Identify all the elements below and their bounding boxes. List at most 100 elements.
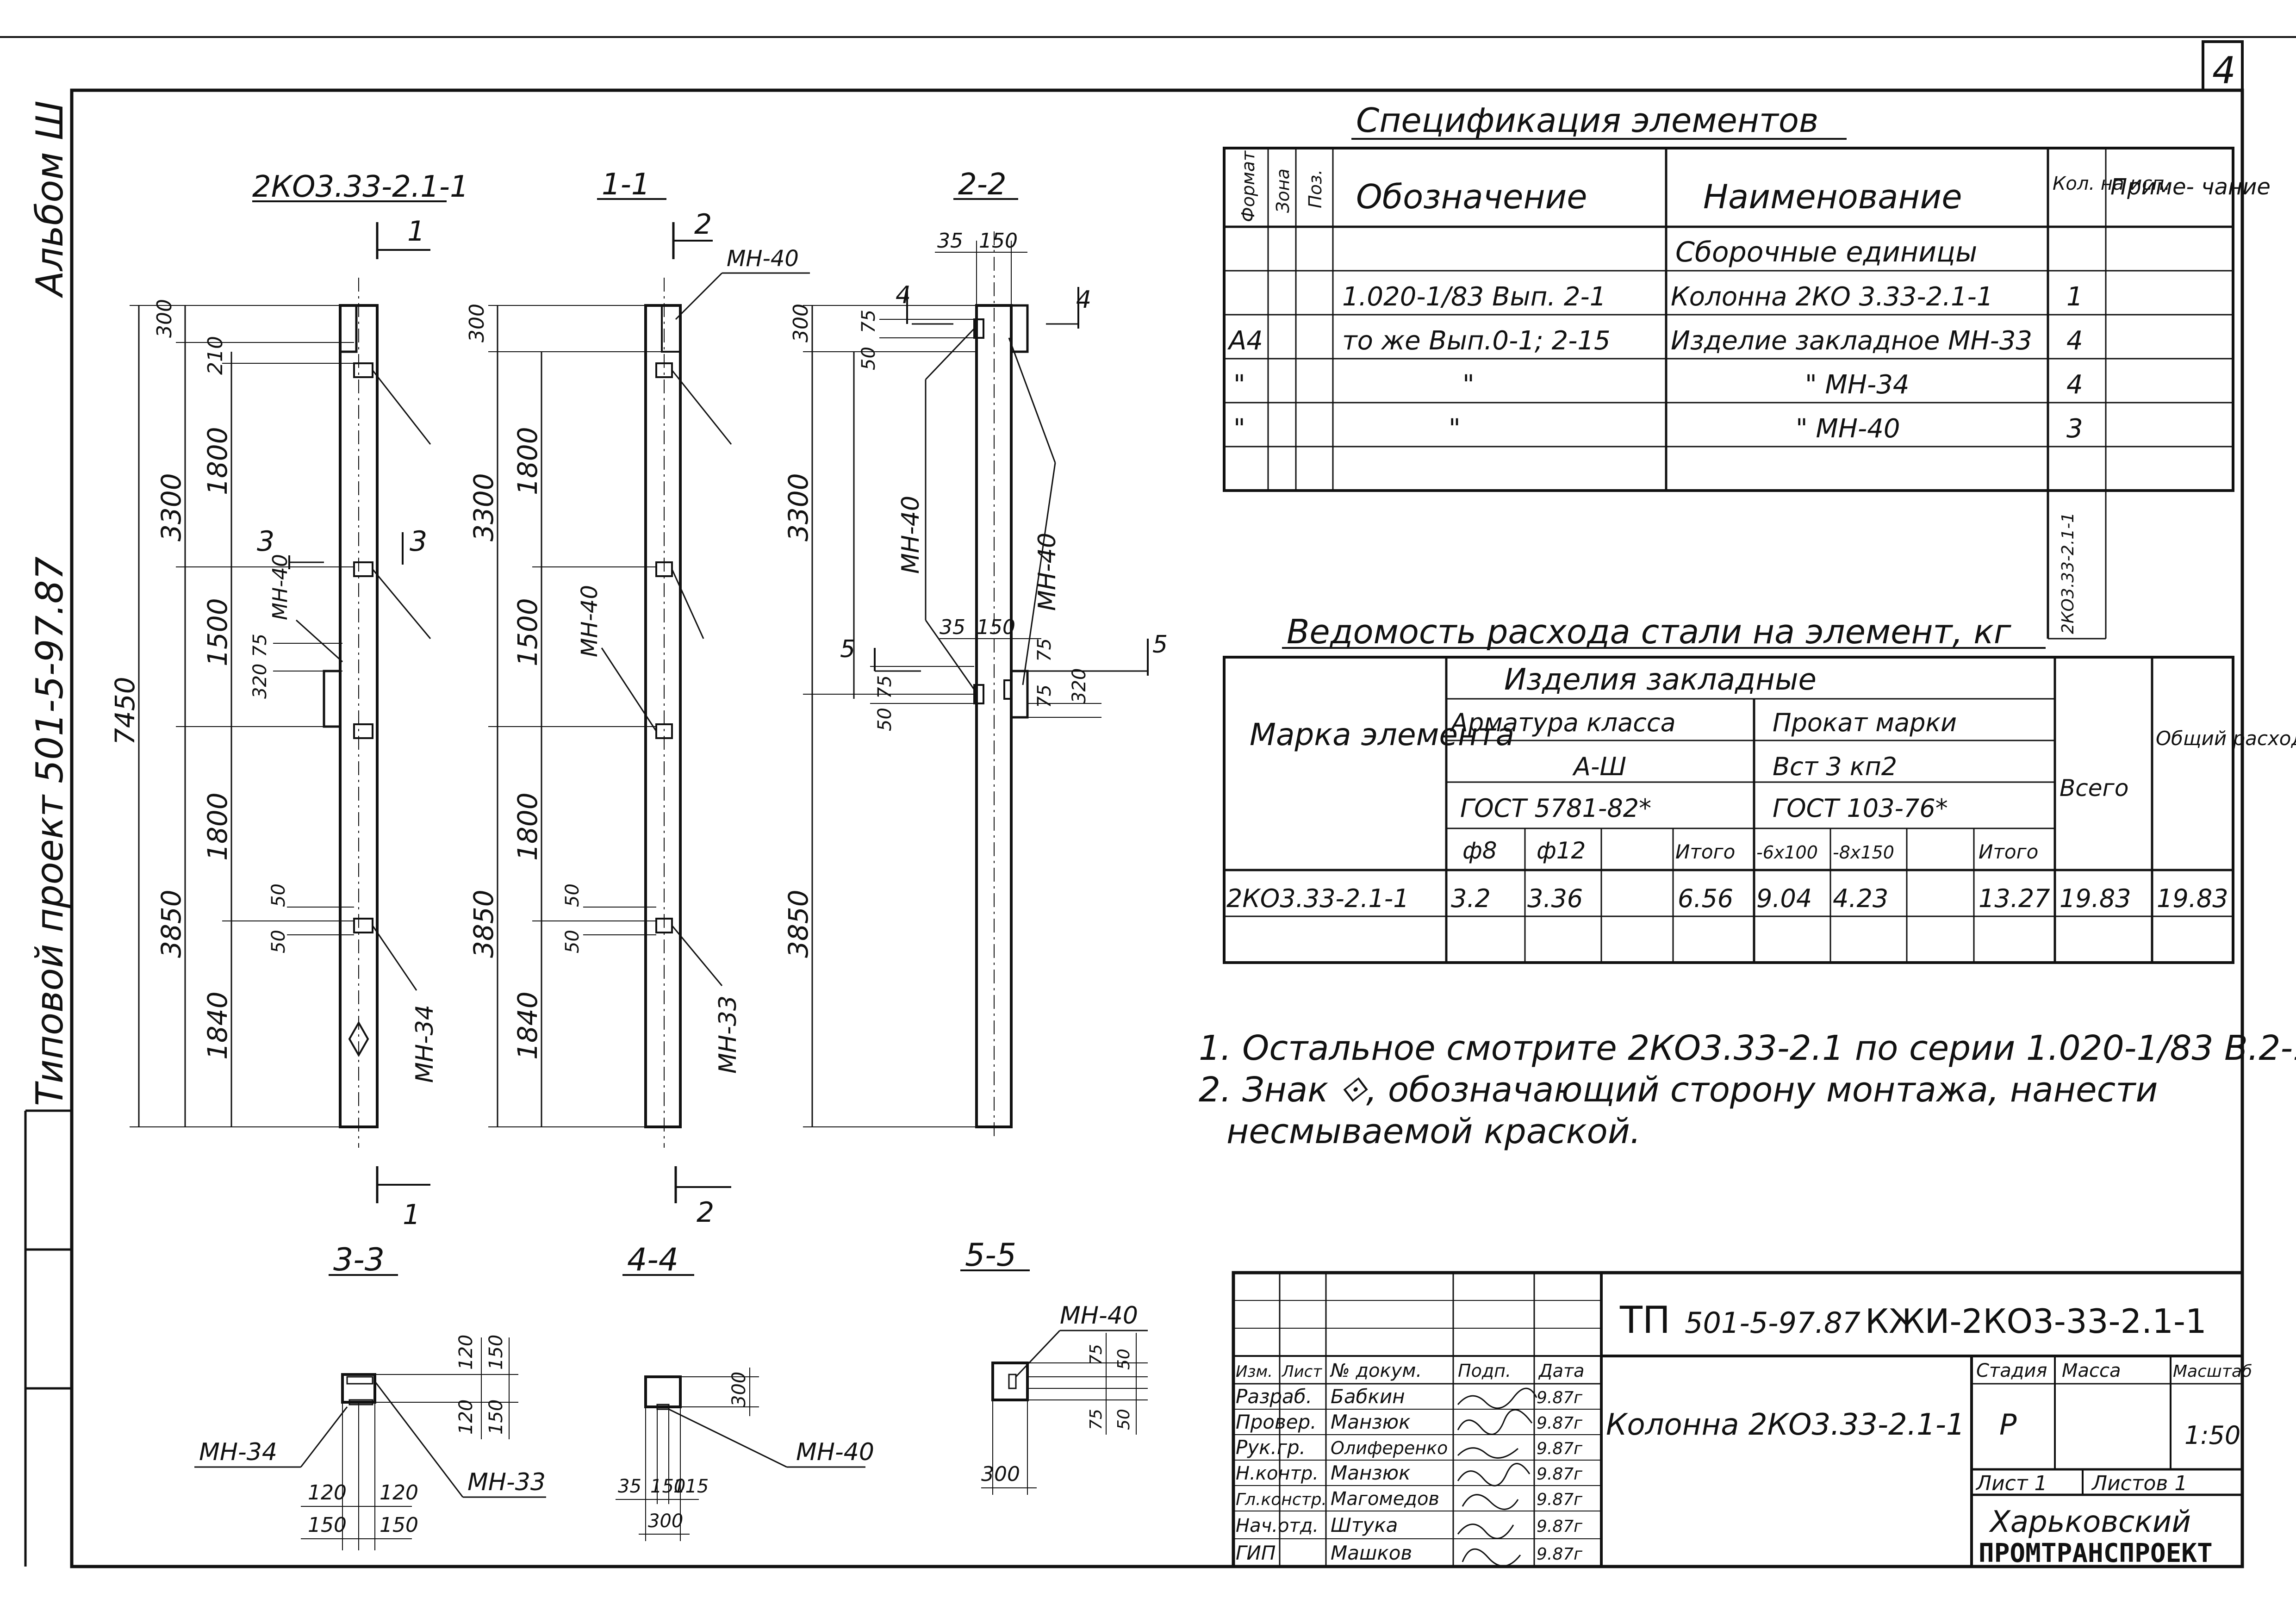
dim-label: 1800 [202,427,233,495]
tb-code-mid: 501-5-97.87 [1685,1306,1860,1340]
spec-cell: " [1233,370,1245,400]
spec-cell: 1.020-1/83 Вып. 2-1 [1342,282,1606,312]
spec-header-pos: Поз. [1305,169,1325,208]
elevation-c: 2-2 35 150 300 75 50 3300 3850 4 4 [783,168,1168,1138]
spec-vertical-label: 2КО3.33-2.1-1 [2059,512,2078,634]
cut-label-5-right: 5 [1152,631,1168,659]
dim-label: 3300 [156,473,187,541]
signature-mark [1462,1494,1519,1510]
side-project-label: Типовой проект 501-5-97.87 [28,556,71,1106]
tb-code-prefix: ТП [1619,1299,1670,1342]
section-5-title: 5-5 [965,1237,1016,1274]
dim-label: 120 [308,1481,347,1505]
dim-label: 75 [858,310,879,333]
tb-scale-h: Масштаб [2173,1362,2252,1381]
dim-label: 115 [673,1476,709,1497]
section-4-4: 4-4 300 35 150 115 300 МН-40 [616,1242,874,1541]
tb-date: 9.87г [1537,1545,1583,1564]
section-3-title: 3-3 [333,1242,385,1278]
spec-header-note: Приме- чание [2110,174,2271,200]
dim-label: 75 [1034,638,1055,662]
signature-mark [1457,1463,1531,1486]
embedded-plate [353,561,373,577]
spec-cell: " [1449,414,1461,444]
dim-label: 120 [380,1481,418,1505]
dim-label: 3300 [468,473,499,541]
signature-mark [1457,1387,1537,1409]
dim-label: 150 [977,616,1015,639]
tb-role: ГИП [1236,1542,1276,1564]
dim-label: 1800 [512,792,543,861]
title-block: Изм. Лист № докум. Подп. Дата Разраб. Ба… [1232,1271,2252,1568]
section-3-3: 3-3 120 150 120 150 120 120 150 150 МН-3… [194,1242,546,1550]
embedded-part-label: МН-34 [199,1438,277,1466]
tb-date: 9.87г [1537,1490,1583,1509]
tb-mass-h: Масса [2062,1360,2121,1381]
elevation-a-title: 2КО3.33-2.1-1 [252,170,469,204]
steel-header-embedded: Изделия закладные [1504,663,1817,697]
tb-person: Манзюк [1331,1461,1411,1484]
dim-label: 300 [728,1372,750,1407]
mounting-side-sign-icon [348,1020,369,1057]
spec-header-qty: Кол. на исп. [2053,173,2170,194]
tb-org-1: Харьковский [1989,1505,2191,1539]
dim-label: 300 [153,299,176,338]
spec-cell: " [1462,370,1475,400]
signature-mark [1457,1447,1518,1459]
embedded-part-label: МН-40 [796,1438,874,1466]
embedded-part-label: МН-33 [714,995,742,1074]
dim-label: 35 [618,1476,641,1497]
steel-header-mark: Марка элемента [1250,717,1514,752]
dim-label: 150 [485,1399,507,1435]
cut-label-3-right: 3 [410,525,427,558]
cut-label-1-top: 1 [407,215,425,248]
embedded-plate [353,723,373,739]
embedded-part-label: МН-33 [467,1468,546,1496]
steel-header-overall: Общий расход [2156,727,2296,750]
steel-row-d8: 3.2 [1451,884,1491,913]
steel-title: Ведомость расхода стали на элемент, кг [1287,612,2012,651]
dim-label: 320 [1069,668,1090,703]
dim-label: 75 [1087,1409,1106,1430]
steel-table: Ведомость расхода стали на элемент, кг М… [1223,612,2296,964]
dim-label: 50 [268,930,289,953]
embedded-plate [353,362,373,378]
sheet-number: 4 [2212,49,2236,92]
steel-row-subtotal2: 13.27 [1979,884,2050,913]
signature-mark [1457,1524,1514,1539]
dim-label: 300 [465,304,489,342]
spec-cell: то же Вып.0-1; 2-15 [1342,326,1611,356]
dim-label: 300 [981,1462,1020,1486]
steel-header-d12: ф12 [1537,837,1586,864]
dim-label: 75 [874,675,896,699]
tb-role: Н.контр. [1236,1463,1319,1484]
steel-header-mark-text: Марка элемента [1250,717,1514,752]
tb-date: 9.87г [1537,1388,1583,1407]
spec-cell: Изделие закладное МН-33 [1671,326,2032,356]
dim-label: 50 [1114,1349,1133,1370]
dim-label: 3300 [783,473,814,541]
tb-date: 9.87г [1537,1465,1583,1484]
dim-label: 50 [1114,1409,1133,1430]
spec-cell: А4 [1227,326,1263,356]
cut-label-3-left: 3 [257,525,274,558]
dim-label: 300 [789,304,813,342]
section-4-title: 4-4 [627,1242,678,1278]
tb-sheet: Лист 1 [1975,1472,2047,1495]
steel-row-d12: 3.36 [1527,884,1583,913]
dim-label: 3850 [156,889,187,958]
signature-mark [1462,1548,1521,1567]
tb-stage: Р [1999,1408,2017,1442]
spec-cell: 3 [2066,414,2083,444]
tb-hdr: Лист [1281,1362,1322,1381]
dim-label: 1500 [202,598,233,666]
spec-header-designation: Обозначение [1356,177,1587,216]
steel-header-rebar: Арматура класса [1450,708,1676,737]
dim-label: 75 [249,634,271,657]
dim-label: 150 [485,1335,507,1370]
spec-cell: " [1233,414,1245,444]
spec-header-name: Наименование [1703,177,1962,216]
dim-label: 150 [380,1513,418,1537]
tb-person: Штука [1331,1514,1398,1536]
steel-header-rolled-gost: ГОСТ 103-76* [1773,794,1948,823]
